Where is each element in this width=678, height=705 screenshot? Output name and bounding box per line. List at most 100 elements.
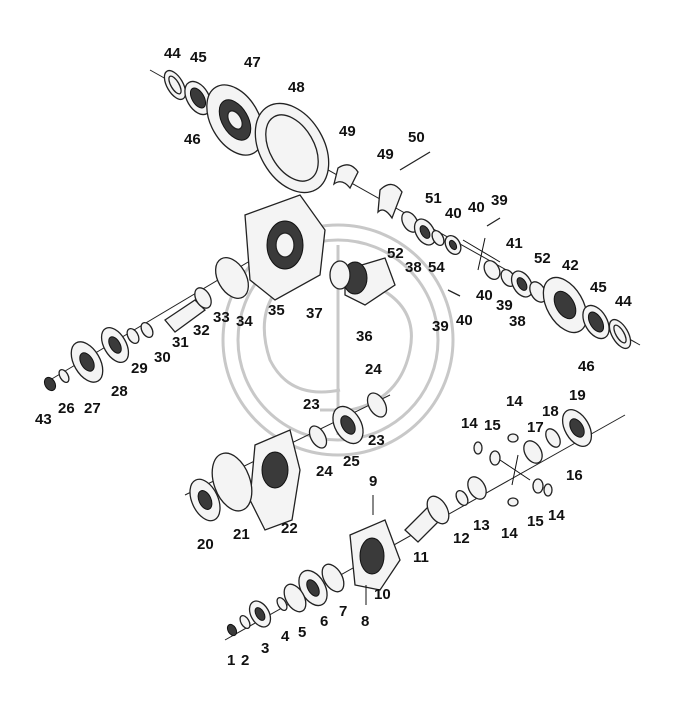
label-43: 43 <box>35 411 52 428</box>
label-4: 4 <box>281 628 290 645</box>
part-4-spacer <box>276 596 288 612</box>
part-17-side-gear <box>523 440 543 464</box>
label-29: 29 <box>131 360 148 377</box>
label-3: 3 <box>261 640 269 657</box>
part-2-washer <box>239 614 251 630</box>
part-25-gear-shaft <box>332 405 364 445</box>
label-23-left: 23 <box>303 396 320 413</box>
label-5: 5 <box>298 624 306 641</box>
label-39-mid: 39 <box>496 297 513 314</box>
part-41-spider-cross <box>462 237 501 271</box>
label-27: 27 <box>84 400 101 417</box>
part-37-bearing <box>329 260 351 290</box>
label-17: 17 <box>527 419 544 436</box>
label-45-right: 45 <box>590 279 607 296</box>
label-48: 48 <box>288 79 305 96</box>
label-2: 2 <box>241 652 249 669</box>
part-18-washer <box>545 428 561 448</box>
label-46-right: 46 <box>578 358 595 375</box>
label-26: 26 <box>58 400 75 417</box>
label-32: 32 <box>193 322 210 339</box>
part-11-output-shaft <box>404 495 450 543</box>
label-23-right: 23 <box>368 432 385 449</box>
part-47-differential-flange <box>206 84 264 156</box>
part-48-ring-gear <box>254 102 330 194</box>
label-15-upper: 15 <box>484 417 501 434</box>
label-7: 7 <box>339 603 347 620</box>
label-41: 41 <box>506 235 523 252</box>
label-45-left: 45 <box>190 49 207 66</box>
label-14-top: 14 <box>506 393 523 410</box>
part-45-bearing-right <box>582 304 610 340</box>
part-39-pin-upper <box>486 217 501 227</box>
part-6-gear <box>298 569 328 607</box>
label-51: 51 <box>425 190 442 207</box>
label-19: 19 <box>569 387 586 404</box>
part-20-cover <box>189 478 221 522</box>
part-26-washer <box>58 368 70 384</box>
label-39-lower: 39 <box>432 318 449 335</box>
part-5-ring <box>283 583 307 613</box>
label-30: 30 <box>154 349 171 366</box>
part-27-gear <box>70 341 104 383</box>
part-14-washers <box>473 433 553 507</box>
label-25: 25 <box>343 453 360 470</box>
label-1: 1 <box>227 652 235 669</box>
part-34-gasket <box>214 257 250 299</box>
label-38-right: 38 <box>509 313 526 330</box>
label-6: 6 <box>320 613 328 630</box>
label-52-right: 52 <box>534 250 551 267</box>
label-35: 35 <box>268 302 285 319</box>
label-33: 33 <box>213 309 230 326</box>
part-1-nut <box>226 623 238 637</box>
part-38-side-gear-right <box>510 270 534 298</box>
label-40-b: 40 <box>468 199 485 216</box>
part-12-washer <box>455 489 469 507</box>
part-22-housing <box>249 429 301 531</box>
label-49-upper: 49 <box>339 123 356 140</box>
part-40-pinion-gear-upper <box>444 235 462 255</box>
part-42-differential-case <box>542 276 588 334</box>
label-49-lower: 49 <box>377 146 394 163</box>
part-43-nut <box>43 376 57 392</box>
part-54-washer <box>431 229 445 247</box>
label-34: 34 <box>236 313 253 330</box>
label-14-bottom: 14 <box>501 525 518 542</box>
label-44-left: 44 <box>164 45 181 62</box>
label-20: 20 <box>197 536 214 553</box>
label-24-upper: 24 <box>365 361 382 378</box>
label-8: 8 <box>361 613 369 630</box>
part-28-synchro-ring <box>100 327 130 363</box>
label-10: 10 <box>374 586 391 603</box>
label-14-right: 14 <box>548 507 565 524</box>
part-7-ring <box>321 563 345 593</box>
label-24-lower: 24 <box>316 463 333 480</box>
label-37: 37 <box>306 305 323 322</box>
part-3-bearing <box>248 600 272 628</box>
part-16-spider <box>499 454 531 486</box>
part-45-bearing-left <box>184 80 212 116</box>
label-40-a: 40 <box>445 205 462 222</box>
part-44-seal-right <box>608 318 632 350</box>
label-54: 54 <box>428 259 445 276</box>
label-18: 18 <box>542 403 559 420</box>
part-10-hub-carrier <box>349 519 401 591</box>
part-21-gasket <box>211 452 253 512</box>
part-38-side-gear-left <box>413 218 437 246</box>
label-36: 36 <box>356 328 373 345</box>
label-11: 11 <box>413 549 429 566</box>
part-24-bearing-left <box>308 425 328 449</box>
part-15-pinion-gears <box>489 450 544 494</box>
label-42: 42 <box>562 257 579 274</box>
label-28: 28 <box>111 383 128 400</box>
label-38-left: 38 <box>405 259 422 276</box>
label-21: 21 <box>233 526 250 543</box>
part-39-pin-lower <box>447 289 461 297</box>
label-16: 16 <box>566 467 583 484</box>
part-24-bearing-right <box>366 392 388 418</box>
label-9: 9 <box>369 473 377 490</box>
part-49-shift-fork <box>332 164 403 220</box>
part-labels: 44 45 47 48 46 49 50 49 51 39 40 40 41 5… <box>35 45 632 669</box>
label-40-c: 40 <box>476 287 493 304</box>
